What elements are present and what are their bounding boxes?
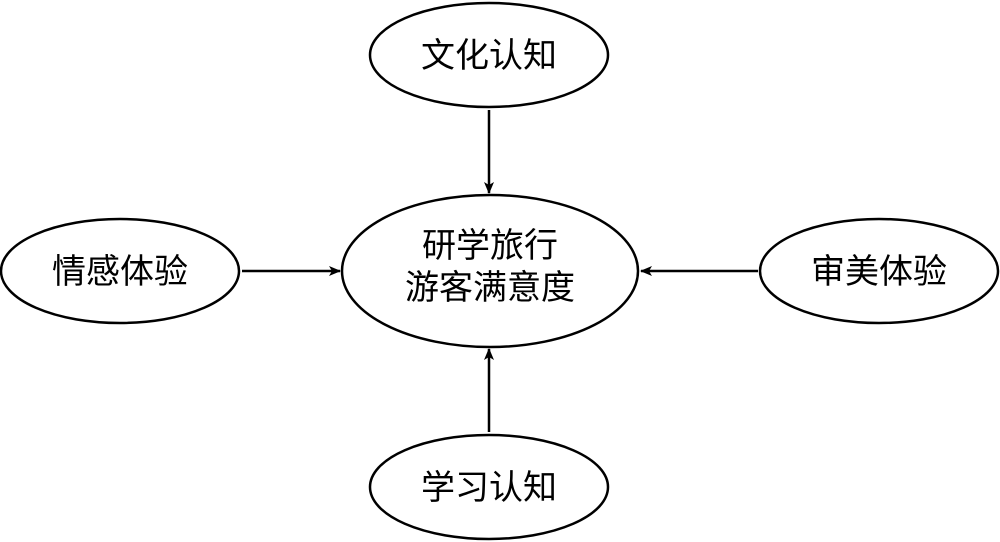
node-right-label: 审美体验	[811, 252, 947, 292]
node-center-label-line2: 游客满意度	[405, 268, 575, 308]
node-left-label: 情感体验	[52, 252, 188, 292]
node-aesthetic-experience: 审美体验	[758, 217, 1000, 325]
node-top-ellipse	[368, 1, 610, 109]
node-bottom-ellipse	[368, 433, 610, 541]
node-center-satisfaction: 研学旅行 游客满意度	[340, 193, 640, 349]
node-cultural-cognition: 文化认知	[368, 1, 610, 109]
node-top-label: 文化认知	[421, 36, 557, 76]
node-bottom-label: 学习认知	[421, 468, 557, 508]
node-right-ellipse	[758, 217, 1000, 325]
node-left-ellipse	[0, 217, 241, 325]
node-emotional-experience: 情感体验	[0, 217, 241, 325]
node-center-label-line1: 研学旅行	[422, 226, 558, 266]
node-center-ellipse	[340, 193, 640, 349]
node-learning-cognition: 学习认知	[368, 433, 610, 541]
